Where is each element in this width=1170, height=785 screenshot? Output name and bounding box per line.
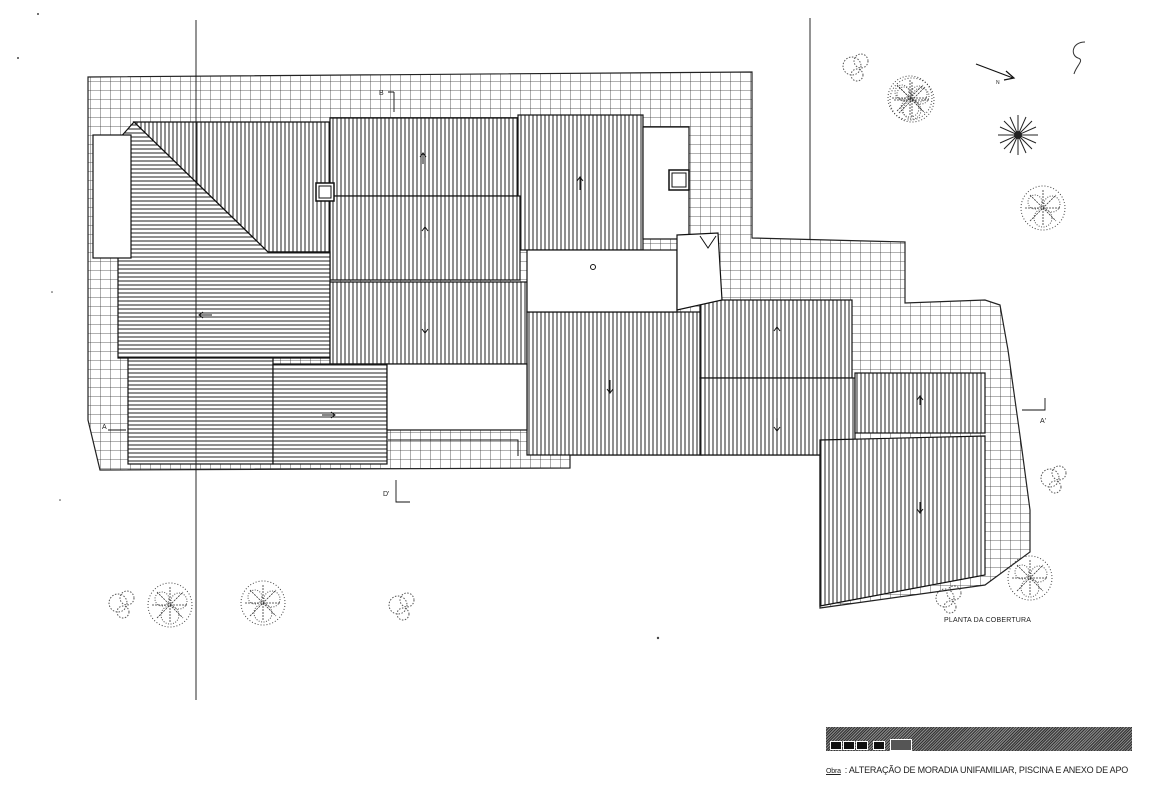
logo-block bbox=[830, 741, 842, 750]
section-marker-a-right: A' bbox=[1040, 418, 1047, 425]
project-title: Obra: ALTERAÇÃO DE MORADIA UNIFAMILIAR, … bbox=[826, 765, 1128, 775]
project-title-label: Obra bbox=[826, 768, 841, 775]
section-marker-b: B bbox=[379, 90, 384, 97]
logo-frame bbox=[890, 739, 912, 751]
scan-specks bbox=[17, 13, 660, 640]
logo-block bbox=[873, 741, 885, 750]
north-label: N bbox=[996, 80, 1000, 86]
roof-slabs bbox=[117, 114, 986, 607]
section-marker-d: D' bbox=[383, 491, 390, 498]
plan-caption: PLANTA DA COBERTURA bbox=[944, 617, 1032, 624]
title-block-hatch bbox=[826, 727, 1132, 751]
open-voids bbox=[92, 126, 723, 456]
title-block-band bbox=[826, 727, 1132, 751]
section-lines bbox=[108, 18, 1046, 700]
logo-block bbox=[856, 741, 868, 750]
north-arrow-icon bbox=[975, 63, 1016, 81]
slope-arrows bbox=[198, 152, 924, 514]
section-marker-a-left: A bbox=[102, 424, 107, 431]
project-title-value: : ALTERAÇÃO DE MORADIA UNIFAMILIAR, PISC… bbox=[844, 765, 1129, 775]
scribble-mark bbox=[1072, 41, 1086, 75]
logo-block bbox=[843, 741, 855, 750]
